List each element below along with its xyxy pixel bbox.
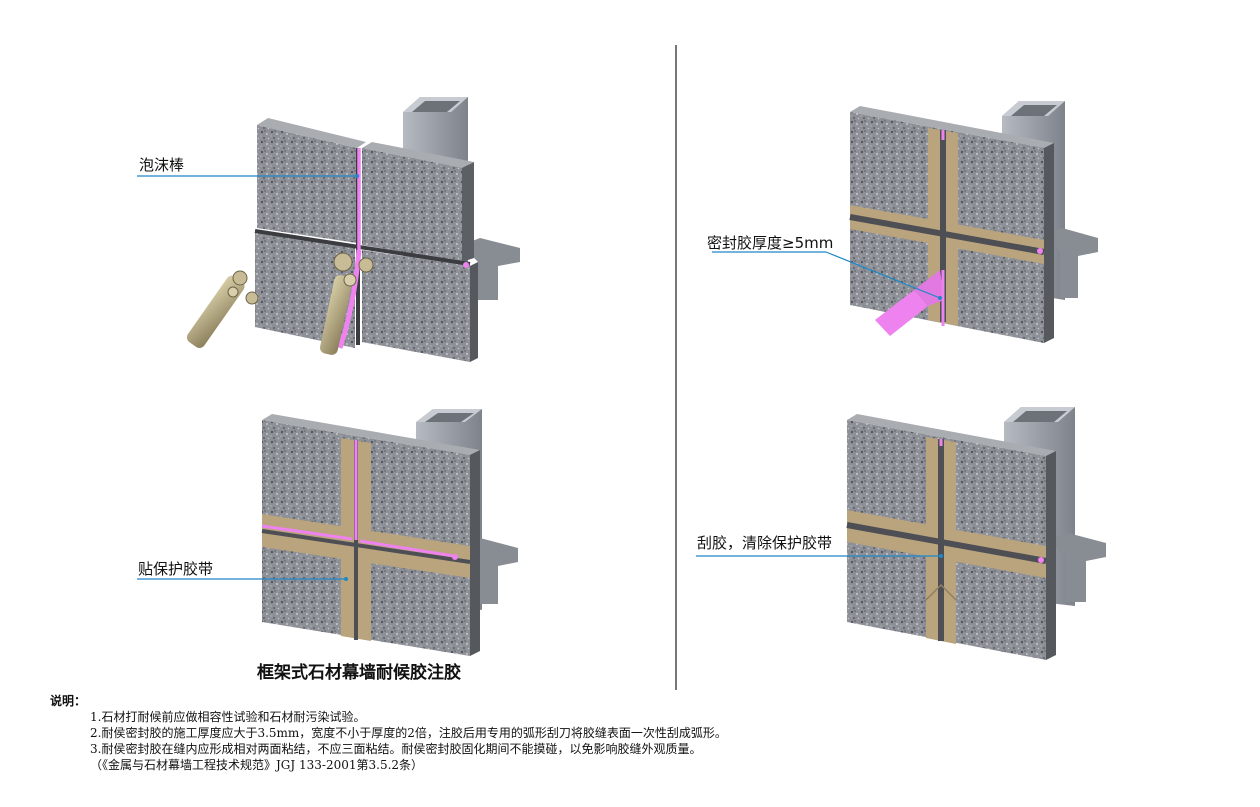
- diagram-title: 框架式石材幕墙耐候胶注胶: [257, 663, 461, 683]
- note-item: 2.耐侯密封胶的施工厚度应大于3.5mm，宽度不小于厚度的2倍，注胶后用专用的弧…: [90, 726, 727, 740]
- panel-sealant-thickness: [712, 101, 1098, 343]
- note-item: （《金属与石材幕墙工程技术规范》JGJ 133-2001第3.5.2条）: [90, 758, 424, 772]
- notes-heading: 说明：: [50, 694, 87, 708]
- panel-foam-rod: [137, 97, 520, 362]
- notes-block: 说明： 1.石材打耐候前应做相容性试验和石材耐污染试验。 2.耐侯密封胶的施工厚…: [50, 693, 1230, 773]
- note-item: 1.石材打耐候前应做相容性试验和石材耐污染试验。: [90, 710, 366, 724]
- panel-scrape: [696, 407, 1106, 660]
- note-item: 3.耐侯密封胶在缝内应形成相对两面粘结，不应三面粘结。耐侯密封胶固化期间不能摸碰…: [90, 742, 702, 756]
- label-scrape: 刮胶，清除保护胶带: [697, 534, 833, 552]
- label-sealant-thickness: 密封胶厚度≥5mm: [707, 234, 834, 252]
- label-foam-rod: 泡沫棒: [139, 156, 185, 174]
- panel-protective-tape: [137, 409, 518, 656]
- label-protective-tape: 贴保护胶带: [138, 560, 214, 578]
